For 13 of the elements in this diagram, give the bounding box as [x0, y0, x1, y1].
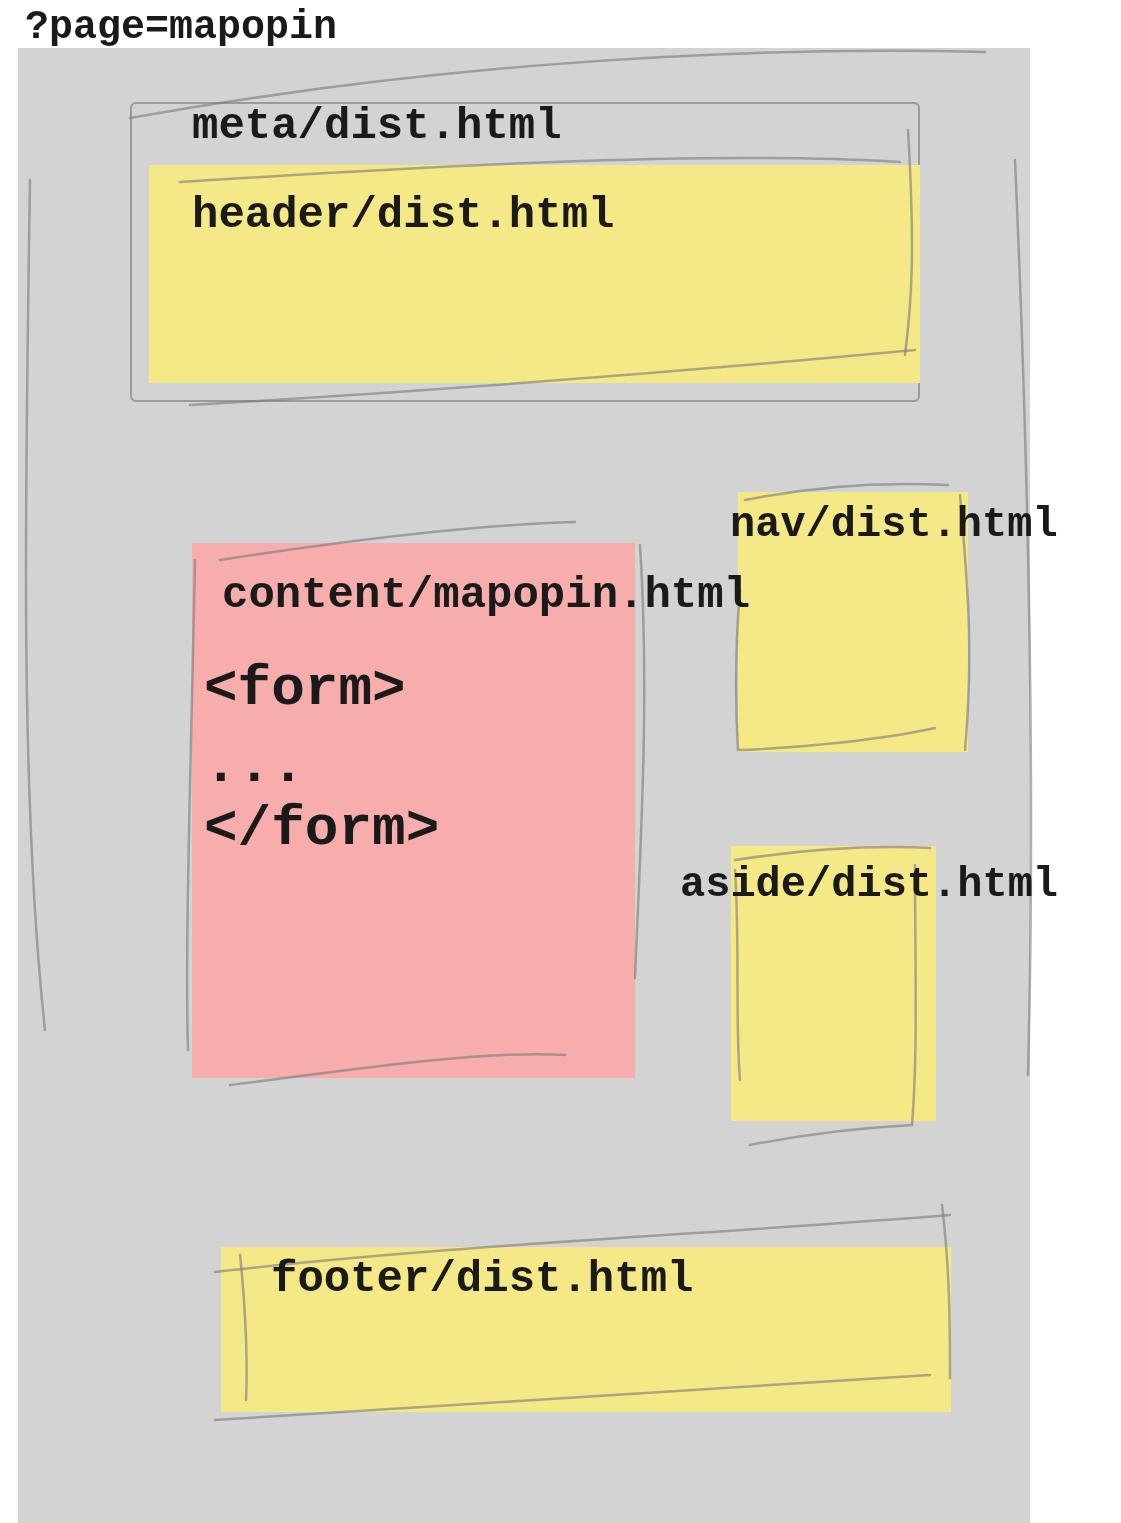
code-text: ...	[204, 738, 305, 794]
block-label: header/dist.html	[192, 193, 615, 237]
code-text: </form>	[204, 801, 440, 857]
sketch-outline-box	[130, 102, 920, 402]
block-label: meta/dist.html	[192, 104, 562, 148]
page-title: ?page=mapopin	[25, 8, 338, 48]
template-block	[221, 1247, 951, 1412]
block-label: aside/dist.html	[680, 864, 1059, 906]
block-label: nav/dist.html	[730, 504, 1058, 546]
block-label: footer/dist.html	[271, 1257, 694, 1301]
block-label: content/mapopin.html	[222, 573, 751, 617]
code-text: <form>	[204, 661, 406, 717]
template-block	[149, 165, 920, 383]
